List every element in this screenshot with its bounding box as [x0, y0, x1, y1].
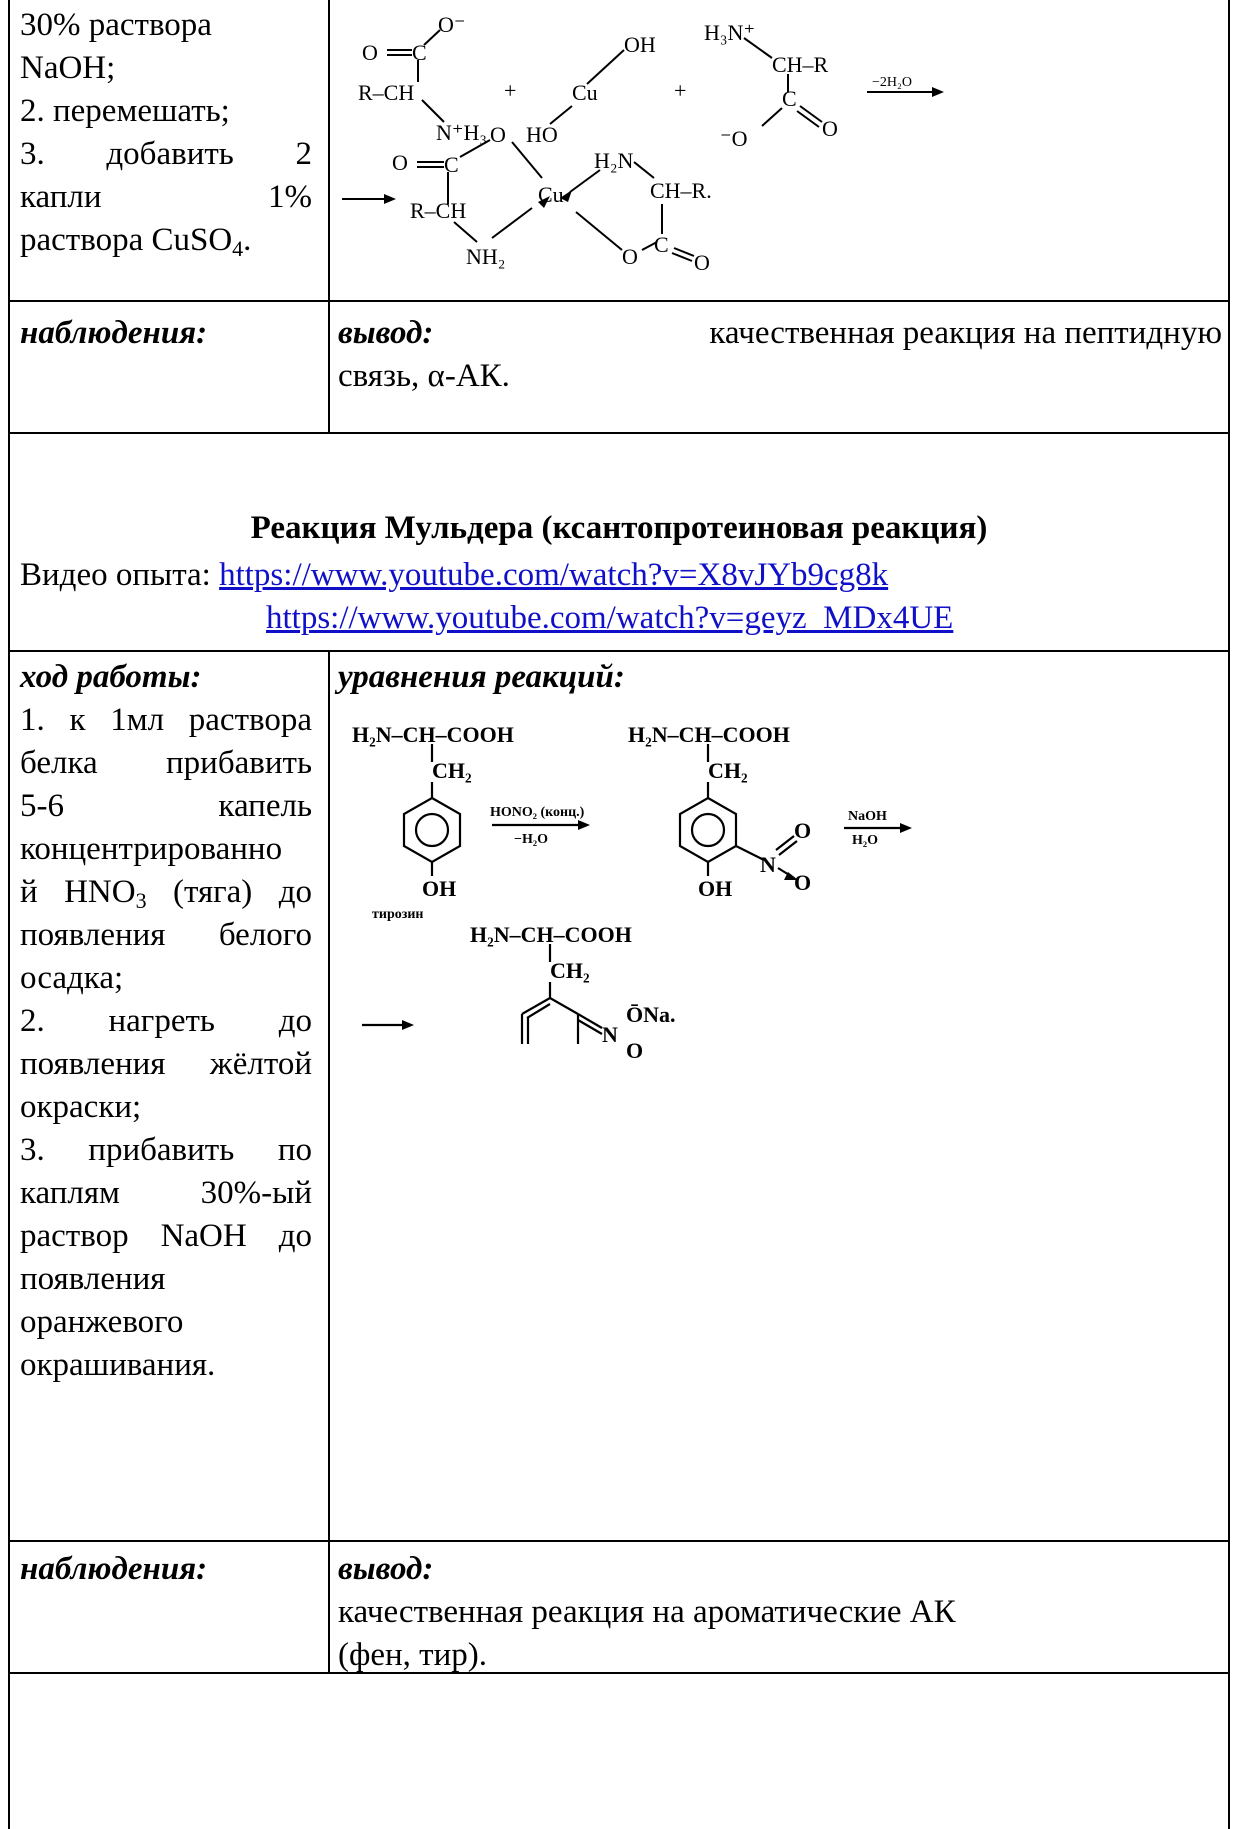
svg-text:C: C	[654, 232, 669, 257]
xanthoprotein-reaction-scheme: H₂N–CH–COOH CH₂ OH тирозин HONO₂ (конц.)…	[352, 722, 912, 1060]
svg-text:Cu: Cu	[538, 182, 564, 207]
svg-text:CH–R.: CH–R.	[650, 178, 712, 203]
video-line-2: https://www.youtube.com/watch?v=geyz_MDx…	[266, 597, 953, 640]
procedure-text-block1: 30% раствора NaOH; 2. перемешать; 3. доб…	[20, 7, 312, 261]
svg-text:R–CH: R–CH	[410, 198, 466, 223]
table-rule	[8, 650, 1230, 652]
svg-text:NaOH: NaOH	[848, 809, 887, 824]
svg-text:H₃N⁺: H₃N⁺	[704, 20, 755, 45]
svg-text:N⁺H₃: N⁺H₃	[436, 120, 487, 145]
svg-text:O⁻: O⁻	[438, 12, 466, 37]
observations-label-1: наблюдения:	[20, 315, 208, 351]
svg-text:H₂N–CH–COOH: H₂N–CH–COOH	[352, 722, 514, 747]
svg-text:C: C	[782, 86, 797, 111]
svg-text:H₂O: H₂O	[852, 833, 878, 848]
svg-text:O: O	[362, 40, 378, 65]
svg-text:OH: OH	[422, 876, 456, 901]
table-rule	[8, 1672, 1230, 1674]
svg-text:−2H₂O: −2H₂O	[872, 75, 912, 90]
procedure-text-block2: 1. к 1мл раствора белка прибавить 5-6 ка…	[20, 702, 312, 1383]
svg-text:тирозин: тирозин	[372, 907, 424, 922]
svg-text:Cu: Cu	[572, 80, 598, 105]
svg-text:O: O	[490, 122, 506, 147]
svg-text:O: O	[694, 250, 710, 275]
table-rule	[8, 1540, 1230, 1542]
svg-text:O: O	[622, 244, 638, 269]
svg-text:+: +	[504, 78, 516, 103]
svg-text:O: O	[822, 116, 838, 141]
svg-text:NH₂: NH₂	[466, 244, 505, 269]
svg-text:C: C	[412, 40, 427, 65]
table-rule	[8, 432, 1230, 434]
svg-text:+: +	[674, 78, 686, 103]
biuret-reaction-scheme: O C O⁻ R–CH N⁺H₃ + OH Cu HO + H₃N⁺ CH–R …	[342, 12, 944, 275]
svg-text:HO: HO	[526, 122, 558, 147]
svg-text:⁻O: ⁻O	[720, 126, 748, 151]
svg-text:ŌNa.: ŌNa.	[626, 1002, 676, 1027]
svg-text:CH₂: CH₂	[550, 958, 590, 983]
svg-text:R–CH: R–CH	[358, 80, 414, 105]
video-link-2[interactable]: https://www.youtube.com/watch?v=geyz_MDx…	[266, 600, 954, 636]
procedure-label: ход работы:	[20, 659, 202, 695]
svg-text:CH₂: CH₂	[432, 758, 472, 783]
table-frame	[8, 0, 1230, 1829]
svg-text:H₂N–CH–COOH: H₂N–CH–COOH	[470, 922, 632, 947]
observations-label-2: наблюдения:	[20, 1551, 208, 1587]
column-divider	[328, 0, 330, 432]
video-link-1[interactable]: https://www.youtube.com/watch?v=X8vJYb9c…	[219, 557, 889, 593]
svg-text:O: O	[794, 870, 811, 895]
svg-text:N: N	[602, 1022, 618, 1047]
svg-text:H₂N: H₂N	[594, 148, 634, 173]
conclusion-block2: вывод: качественная реакция на ароматиче…	[338, 1551, 956, 1673]
svg-text:−H₂O: −H₂O	[514, 832, 548, 847]
svg-text:O: O	[392, 150, 408, 175]
equations-label: уравнения реакций:	[338, 659, 625, 695]
svg-text:OH: OH	[624, 32, 656, 57]
svg-text:C: C	[444, 152, 459, 177]
svg-text:OH: OH	[698, 876, 732, 901]
svg-text:HONO₂ (конц.): HONO₂ (конц.)	[490, 805, 585, 820]
svg-text:H₂N–CH–COOH: H₂N–CH–COOH	[628, 722, 790, 747]
svg-text:N: N	[760, 852, 776, 877]
video-line-1: Видео опыта: https://www.youtube.com/wat…	[20, 557, 889, 593]
section-title: Реакция Мульдера (ксантопротеиновая реак…	[250, 510, 988, 546]
svg-text:O: O	[794, 818, 811, 843]
conclusion-block1: вывод: качественная реакция на пептидную…	[338, 315, 1222, 394]
svg-text:O: O	[626, 1038, 643, 1060]
svg-text:CH₂: CH₂	[708, 758, 748, 783]
table-rule	[8, 300, 1230, 302]
column-divider	[328, 650, 330, 1672]
svg-text:CH–R: CH–R	[772, 52, 829, 77]
